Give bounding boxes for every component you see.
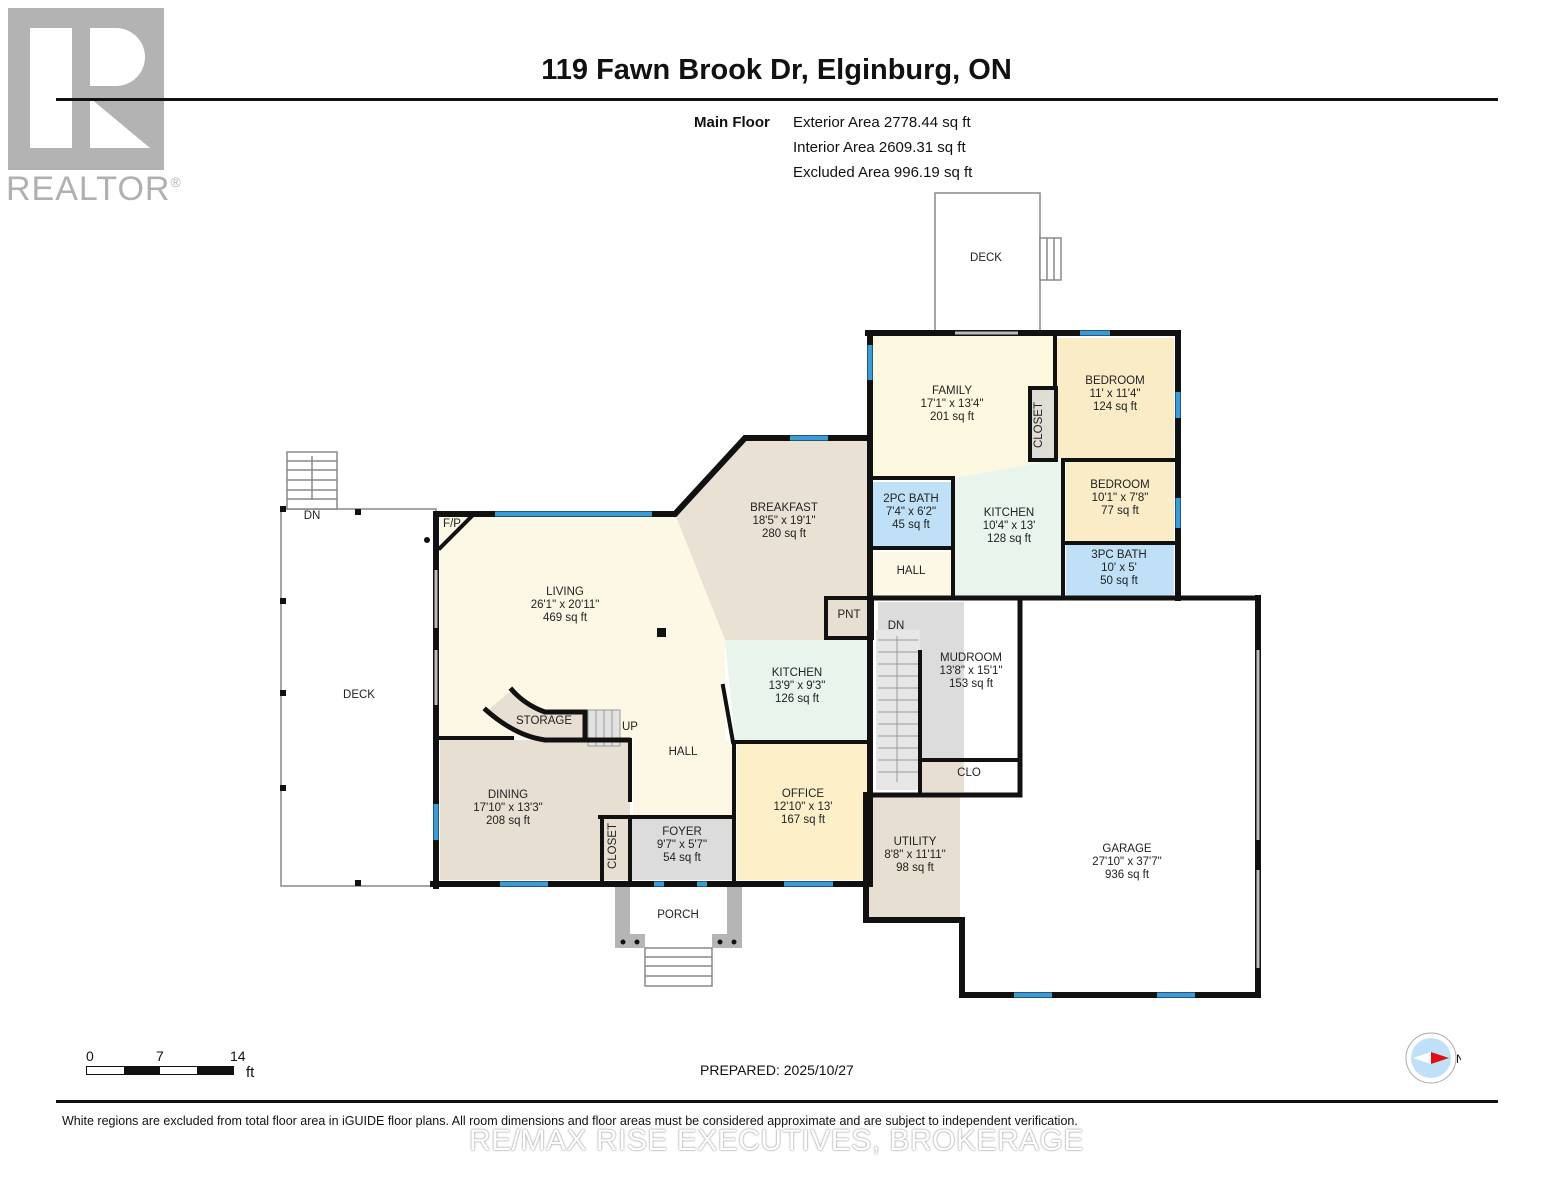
breakfast-fill [675, 440, 868, 640]
room-label-porch: PORCH [657, 909, 699, 921]
room-label-hall-north: HALL [897, 565, 926, 577]
room-label-pantry: PNT [838, 609, 861, 621]
kitchen1-fill [725, 640, 868, 740]
scale-bar: 0 7 14 ft [86, 1048, 254, 1081]
compass-north-label: N [1456, 1052, 1461, 1066]
excluded-area: Excluded Area 996.19 sq ft [793, 164, 973, 181]
exterior-area: Exterior Area 2778.44 sq ft [793, 114, 971, 131]
bedroom2-fill [1066, 462, 1174, 542]
bedroom1-fill [1056, 338, 1174, 458]
room-fills [440, 336, 1174, 918]
footer-divider [56, 1100, 1498, 1103]
interior-area: Interior Area 2609.31 sq ft [793, 139, 966, 156]
utility-fill [868, 796, 960, 918]
scale-bar-graphic [86, 1066, 234, 1075]
glass-doors [434, 331, 1260, 968]
room-label-hall-main: HALL [669, 746, 698, 758]
walls [430, 330, 1261, 998]
windows [433, 330, 1195, 998]
pantry-fill [828, 600, 872, 636]
stair-label-main-stair-up: UP [622, 721, 638, 733]
scale-tick-14: 14 [230, 1048, 246, 1064]
bath2pc-fill [873, 482, 951, 548]
porch [615, 885, 742, 948]
stair-label-deck-stair-dn: DN [304, 510, 321, 522]
kitchen2-fill [955, 460, 1063, 598]
office-fill [737, 742, 867, 880]
hall-fill [633, 740, 735, 815]
floor-name: Main Floor [694, 114, 770, 131]
storage-fill [486, 690, 585, 740]
bath3pc-fill [1066, 545, 1174, 597]
foyer-fill [632, 817, 734, 880]
columns [280, 506, 666, 886]
north-compass-icon: N [1405, 1032, 1461, 1084]
room-label-storage: STORAGE [516, 715, 572, 727]
family-fill [872, 336, 1055, 478]
room-label-closet-bed: CLOSET [1033, 402, 1045, 448]
prepared-date: PREPARED: 2025/10/27 [700, 1062, 854, 1078]
realtor-wordmark: REALTOR® [6, 170, 182, 208]
living-fill [440, 514, 725, 740]
stair-labels: DN UP DN [304, 510, 905, 733]
disclaimer-text: White regions are excluded from total fl… [62, 1114, 1078, 1128]
scale-unit: ft [246, 1064, 255, 1081]
scale-tick-0: 0 [86, 1048, 94, 1064]
realtor-logo [8, 8, 164, 170]
property-address-title: 119 Fawn Brook Dr, Elginburg, ON [541, 54, 1012, 86]
closet-bed-fill [1030, 390, 1054, 458]
dining-fill [440, 740, 630, 880]
room-label-closet-foyer: CLOSET [607, 823, 619, 869]
hallnorth-fill [873, 552, 953, 598]
header-divider [56, 98, 1498, 101]
room-label-deck-top: DECK [970, 252, 1002, 264]
brokerage-watermark: RE/MAX RISE EXECUTIVES, BROKERAGE [469, 1124, 1084, 1157]
stair-label-basement-stair-dn: DN [888, 620, 905, 632]
stair-fill [876, 630, 920, 790]
room-label-clo: CLO [957, 767, 981, 779]
room-label-deck-west: DECK [343, 689, 375, 701]
closet-foyer-fill [602, 817, 630, 880]
scale-tick-7: 7 [156, 1048, 164, 1064]
room-label-fireplace: F/P [443, 518, 461, 530]
